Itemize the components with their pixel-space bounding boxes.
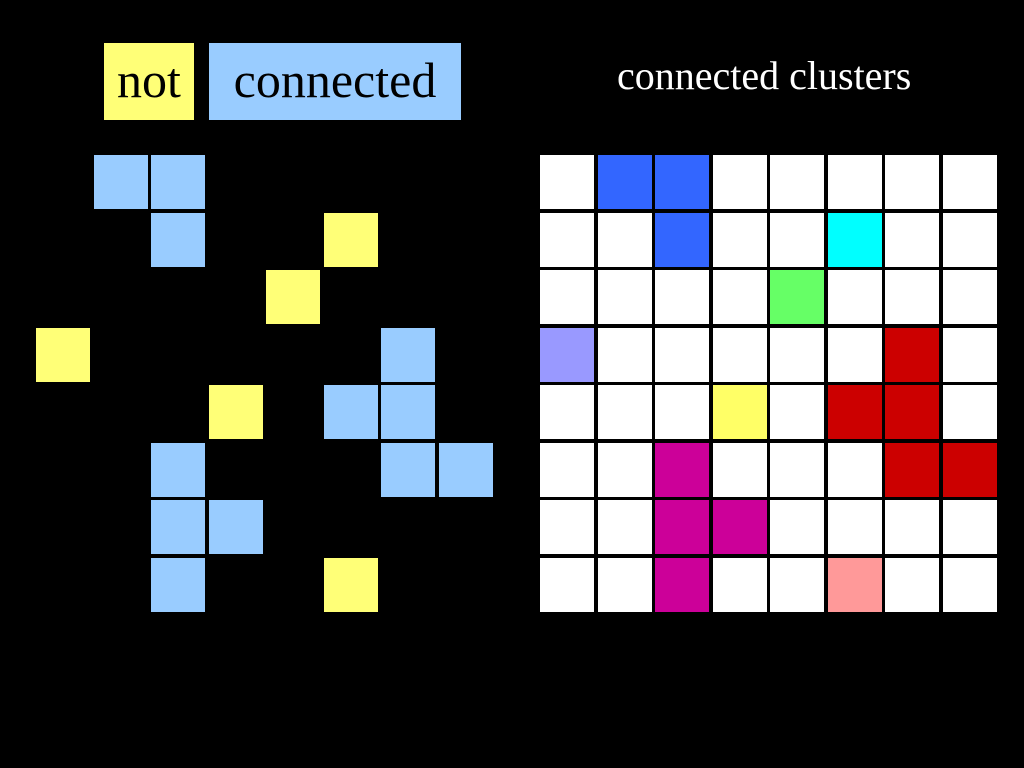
left-site-cell <box>151 443 205 497</box>
cluster-cell <box>885 385 939 439</box>
empty-cell <box>943 385 997 439</box>
empty-cell <box>598 270 652 324</box>
cluster-cell <box>598 155 652 209</box>
empty-cell <box>713 270 767 324</box>
empty-cell <box>885 500 939 554</box>
empty-cell <box>828 500 882 554</box>
empty-cell <box>770 500 824 554</box>
empty-cell <box>540 443 594 497</box>
empty-cell <box>885 155 939 209</box>
empty-cell <box>885 558 939 612</box>
left-site-cell <box>439 443 493 497</box>
legend-not-label: not <box>117 51 181 108</box>
left-site-cell <box>151 213 205 267</box>
empty-cell <box>540 558 594 612</box>
empty-cell <box>943 328 997 382</box>
empty-cell <box>828 270 882 324</box>
empty-cell <box>540 270 594 324</box>
empty-cell <box>943 270 997 324</box>
left-site-cell <box>381 443 435 497</box>
cluster-cell <box>828 558 882 612</box>
empty-cell <box>713 328 767 382</box>
empty-cell <box>713 155 767 209</box>
empty-cell <box>828 155 882 209</box>
empty-cell <box>655 270 709 324</box>
empty-cell <box>598 385 652 439</box>
empty-cell <box>713 443 767 497</box>
left-site-cell <box>151 558 205 612</box>
cluster-cell <box>655 500 709 554</box>
empty-cell <box>885 270 939 324</box>
empty-cell <box>770 385 824 439</box>
cluster-cell <box>885 443 939 497</box>
left-site-cell <box>209 500 263 554</box>
empty-cell <box>828 328 882 382</box>
left-site-cell <box>324 385 378 439</box>
empty-cell <box>943 558 997 612</box>
empty-cell <box>540 213 594 267</box>
left-site-cell <box>324 213 378 267</box>
left-site-cell <box>36 328 90 382</box>
empty-cell <box>598 443 652 497</box>
cluster-cell <box>655 443 709 497</box>
left-site-cell <box>151 155 205 209</box>
cluster-cell <box>655 213 709 267</box>
empty-cell <box>770 328 824 382</box>
left-site-cell <box>266 270 320 324</box>
cluster-cell <box>655 155 709 209</box>
empty-cell <box>885 213 939 267</box>
empty-cell <box>598 213 652 267</box>
cluster-cell <box>713 385 767 439</box>
empty-cell <box>598 328 652 382</box>
legend-connected-label: connected <box>233 51 437 108</box>
cluster-cell <box>885 328 939 382</box>
cluster-cell <box>770 270 824 324</box>
left-site-cell <box>324 558 378 612</box>
cluster-cell <box>943 443 997 497</box>
empty-cell <box>770 558 824 612</box>
left-site-cell <box>94 155 148 209</box>
left-site-cell <box>209 385 263 439</box>
empty-cell <box>943 213 997 267</box>
cluster-cell <box>540 328 594 382</box>
empty-cell <box>540 155 594 209</box>
empty-cell <box>598 558 652 612</box>
empty-cell <box>713 213 767 267</box>
empty-cell <box>943 155 997 209</box>
left-site-cell <box>381 385 435 439</box>
empty-cell <box>540 385 594 439</box>
empty-cell <box>598 500 652 554</box>
cluster-cell <box>713 500 767 554</box>
legend-not-box: not <box>104 43 194 120</box>
empty-cell <box>828 443 882 497</box>
cluster-cell <box>828 385 882 439</box>
empty-cell <box>943 500 997 554</box>
empty-cell <box>770 443 824 497</box>
cluster-cell <box>655 558 709 612</box>
left-site-cell <box>381 328 435 382</box>
empty-cell <box>540 500 594 554</box>
legend-connected-box: connected <box>209 43 461 120</box>
empty-cell <box>713 558 767 612</box>
empty-cell <box>655 328 709 382</box>
cluster-cell <box>828 213 882 267</box>
connected-clusters-title: connected clusters <box>617 53 912 98</box>
empty-cell <box>655 385 709 439</box>
left-site-cell <box>151 500 205 554</box>
empty-cell <box>770 213 824 267</box>
empty-cell <box>770 155 824 209</box>
